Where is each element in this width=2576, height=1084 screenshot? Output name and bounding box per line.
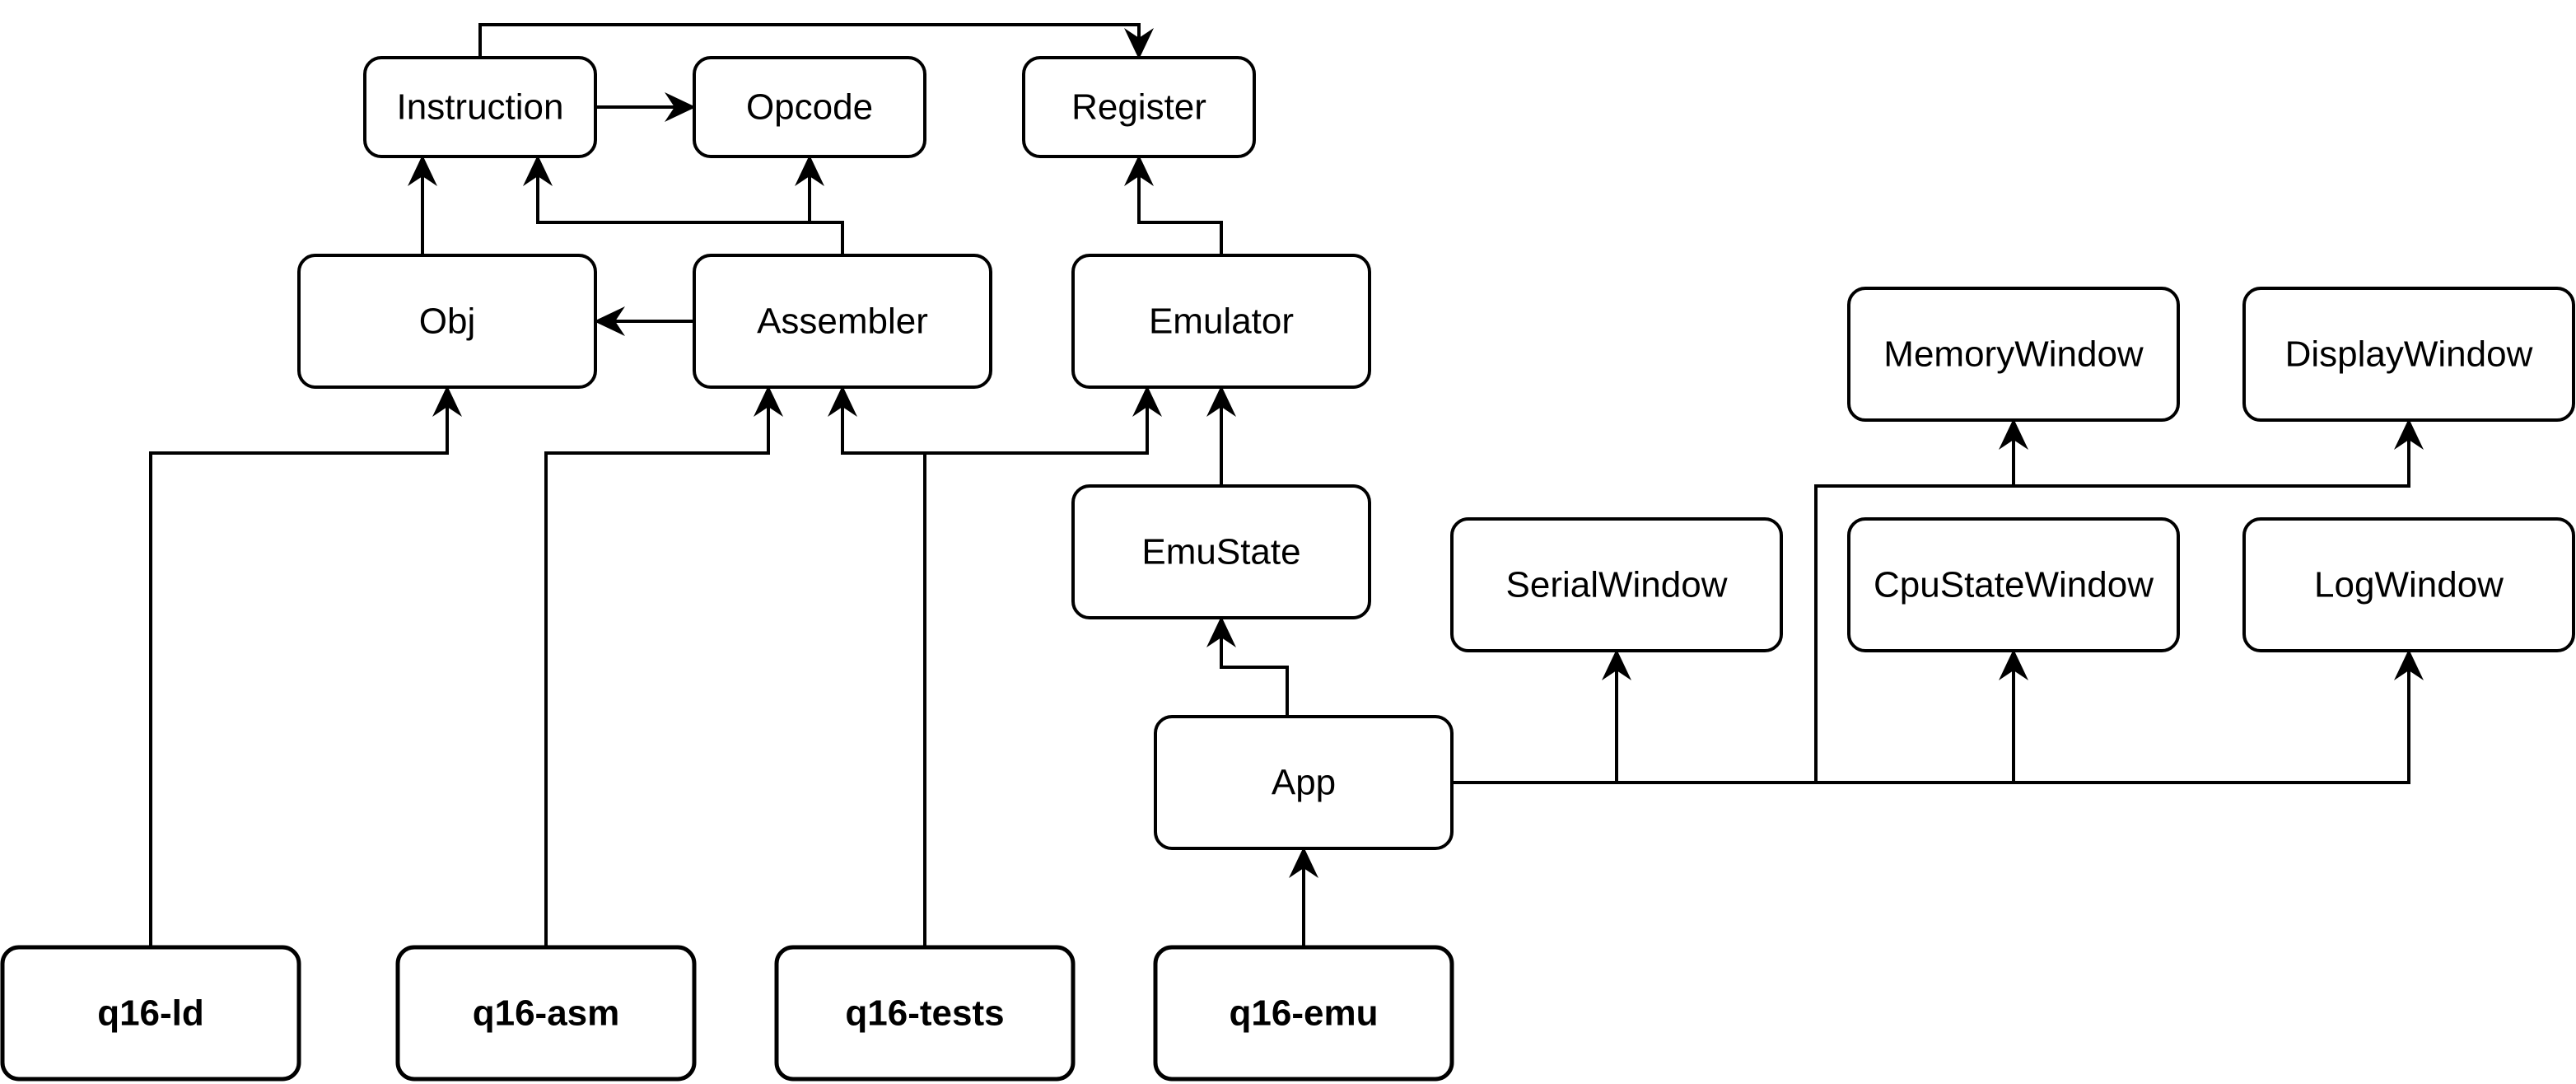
node-label-displaywindow: DisplayWindow bbox=[2285, 334, 2533, 375]
node-box-q16-tests bbox=[774, 945, 1076, 1082]
node-q16-tests: q16-tests bbox=[774, 945, 1076, 1082]
node-label-app: App bbox=[1272, 763, 1336, 803]
node-box-app bbox=[1154, 715, 1454, 850]
node-app: App bbox=[1154, 715, 1454, 850]
node-box-memorywindow bbox=[1847, 287, 2180, 422]
node-box-displaywindow bbox=[2242, 287, 2575, 422]
node-serialwindow: SerialWindow bbox=[1450, 517, 1783, 652]
node-cpustatewindow: CpuStateWindow bbox=[1847, 517, 2180, 652]
node-label-logwindow: LogWindow bbox=[2314, 565, 2504, 605]
edge-app-to-logwindow bbox=[1452, 649, 2424, 784]
node-box-emulator bbox=[1071, 254, 1371, 389]
node-box-cpustatewindow bbox=[1847, 517, 2180, 652]
node-label-q16-asm: q16-asm bbox=[473, 993, 620, 1034]
node-label-opcode: Opcode bbox=[746, 87, 873, 128]
node-box-obj bbox=[297, 254, 597, 389]
node-label-memorywindow: MemoryWindow bbox=[1883, 334, 2144, 375]
edge-app-to-displaywindow bbox=[1452, 418, 2424, 784]
edge-q16-tests-to-assembler bbox=[828, 385, 926, 947]
edge-app-to-cpustatewindow bbox=[1452, 649, 2028, 784]
node-box-assembler bbox=[693, 254, 992, 389]
node-label-emustate: EmuState bbox=[1141, 532, 1300, 572]
node-label-q16-tests: q16-tests bbox=[845, 993, 1004, 1034]
node-label-register: Register bbox=[1071, 87, 1206, 128]
node-box-q16-ld bbox=[0, 945, 301, 1082]
node-emulator: Emulator bbox=[1071, 254, 1371, 389]
edges-layer bbox=[149, 23, 2424, 947]
node-assembler: Assembler bbox=[693, 254, 992, 389]
edge-app-to-serialwindow bbox=[1452, 649, 1631, 784]
node-memorywindow: MemoryWindow bbox=[1847, 287, 2180, 422]
node-box-instruction bbox=[363, 56, 597, 158]
node-q16-asm: q16-asm bbox=[395, 945, 697, 1082]
edge-assembler-to-opcode bbox=[795, 155, 844, 255]
node-logwindow: LogWindow bbox=[2242, 517, 2575, 652]
node-box-q16-emu bbox=[1153, 945, 1454, 1082]
node-box-serialwindow bbox=[1450, 517, 1783, 652]
node-register: Register bbox=[1022, 56, 1256, 158]
node-displaywindow: DisplayWindow bbox=[2242, 287, 2575, 422]
node-box-opcode bbox=[693, 56, 926, 158]
edge-q16-asm-to-assembler bbox=[544, 385, 783, 947]
node-q16-emu: q16-emu bbox=[1153, 945, 1454, 1082]
edge-q16-ld-to-obj bbox=[149, 385, 462, 947]
node-label-serialwindow: SerialWindow bbox=[1506, 565, 1728, 605]
edge-assembler-to-instruction bbox=[523, 155, 844, 255]
edge-emulator-to-register bbox=[1124, 155, 1223, 255]
node-label-emulator: Emulator bbox=[1149, 301, 1294, 342]
node-instruction: Instruction bbox=[363, 56, 597, 158]
edge-app-to-emustate bbox=[1206, 616, 1289, 717]
node-box-logwindow bbox=[2242, 517, 2575, 652]
node-label-cpustatewindow: CpuStateWindow bbox=[1874, 565, 2154, 605]
edge-instruction-to-register bbox=[478, 23, 1154, 59]
node-q16-ld: q16-ld bbox=[0, 945, 301, 1082]
node-label-q16-emu: q16-emu bbox=[1230, 993, 1379, 1034]
node-box-q16-asm bbox=[395, 945, 697, 1082]
node-emustate: EmuState bbox=[1071, 484, 1371, 619]
node-label-q16-ld: q16-ld bbox=[97, 993, 204, 1034]
node-label-obj: Obj bbox=[419, 301, 475, 342]
node-label-instruction: Instruction bbox=[397, 87, 564, 128]
node-box-emustate bbox=[1071, 484, 1371, 619]
node-obj: Obj bbox=[297, 254, 597, 389]
node-label-assembler: Assembler bbox=[757, 301, 928, 342]
edge-q16-tests-to-emulator bbox=[923, 385, 1162, 947]
node-opcode: Opcode bbox=[693, 56, 926, 158]
node-box-register bbox=[1022, 56, 1256, 158]
